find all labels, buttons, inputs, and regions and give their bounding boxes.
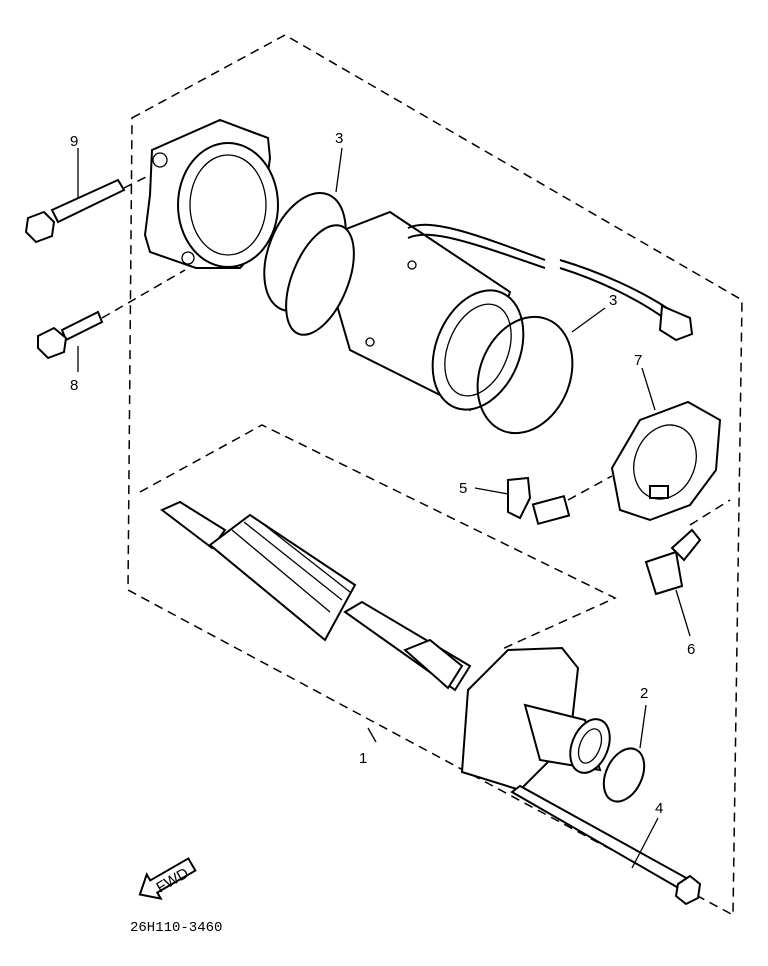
callout-2: 2 bbox=[640, 685, 648, 702]
brush-holder bbox=[474, 475, 613, 526]
o-ring-front bbox=[602, 747, 646, 803]
o-ring-lower bbox=[476, 315, 574, 435]
callout-4: 4 bbox=[655, 800, 663, 817]
callout-1: 1 bbox=[359, 750, 367, 767]
callout-3-upper: 3 bbox=[335, 130, 343, 147]
assembly-boundary bbox=[127, 34, 743, 917]
drawing-code: 26H110-3460 bbox=[130, 920, 222, 936]
callout-7: 7 bbox=[634, 352, 642, 369]
callout-8: 8 bbox=[70, 377, 78, 394]
through-bolt bbox=[510, 784, 702, 906]
front-cover bbox=[460, 646, 611, 792]
armature bbox=[160, 500, 472, 743]
callout-6: 6 bbox=[687, 641, 695, 658]
callout-3-lower: 3 bbox=[609, 292, 617, 309]
lead-wire bbox=[407, 223, 694, 342]
callout-9: 9 bbox=[70, 133, 78, 150]
bolt-lower bbox=[37, 269, 186, 372]
bolt-upper bbox=[24, 148, 151, 244]
rear-cover bbox=[143, 118, 279, 269]
brush-plate bbox=[610, 367, 722, 522]
yoke-body bbox=[285, 210, 525, 412]
fwd-arrow-icon bbox=[138, 857, 197, 901]
brush-spring bbox=[644, 499, 731, 637]
callout-5: 5 bbox=[459, 480, 467, 497]
armature-group-boundary bbox=[139, 424, 617, 651]
